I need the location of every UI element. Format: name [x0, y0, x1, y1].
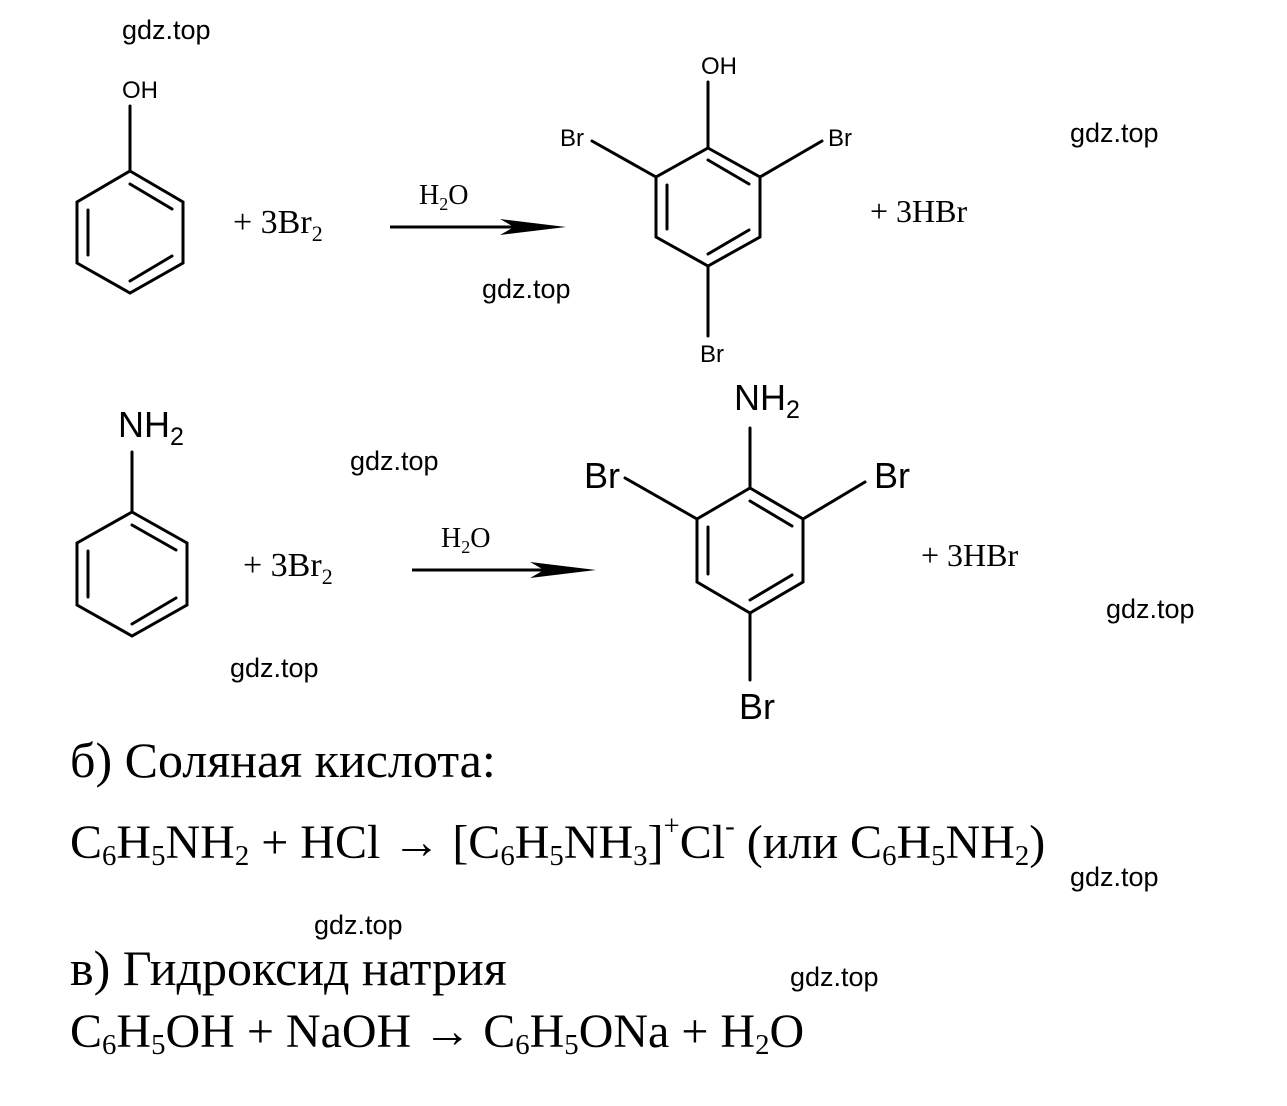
product-oh-label: OH [701, 53, 737, 80]
watermark-text: gdz.top [350, 446, 439, 476]
watermark-text: gdz.top [1106, 594, 1195, 624]
tribromoaniline-structure: NH2 Br Br Br [584, 377, 910, 727]
reaction-arrow-2: H2O [412, 523, 596, 578]
watermark-text: gdz.top [314, 910, 403, 940]
product2-br-bottom-label: Br [739, 686, 775, 727]
watermark-text: gdz.top [1070, 118, 1159, 148]
watermark-text: gdz.top [122, 15, 211, 45]
watermark-text: gdz.top [482, 274, 571, 304]
watermark-text: gdz.top [1070, 862, 1159, 892]
reaction-arrow-1: H2O [390, 180, 566, 235]
aniline-structure: NH2 [75, 404, 189, 638]
product2-br-right-label: Br [874, 455, 910, 496]
watermark-text: gdz.top [230, 653, 319, 683]
product2-br-left-label: Br [584, 455, 620, 496]
condition-water-2: H2O [441, 523, 490, 557]
product-br-left-label: Br [560, 125, 584, 152]
watermark-text: gdz.top [790, 962, 879, 992]
byproduct-hbr-1: + 3HBr [870, 193, 968, 229]
byproduct-hbr-2: + 3HBr [921, 537, 1019, 573]
tribromophenol-structure: OH Br Br Br [560, 53, 852, 368]
aniline-nh2-label: NH2 [118, 404, 184, 451]
phenol-oh-label: OH [122, 77, 158, 104]
product-nh2-label: NH2 [734, 377, 800, 424]
product-br-right-label: Br [828, 125, 852, 152]
reagent-bromine-1: + 3Br2 [233, 204, 323, 246]
section-c-heading: в) Гидроксид натрия [70, 940, 507, 996]
section-b-equation: C6H5NH2 + HCl → [C6H5NH3]+Cl- (или C6H5N… [70, 810, 1046, 873]
product-br-bottom-label: Br [700, 341, 724, 368]
section-b-heading: б) Соляная кислота: [70, 732, 496, 788]
condition-water-1: H2O [419, 180, 468, 214]
phenol-structure: OH [75, 77, 185, 295]
section-c-equation: C6H5OH + NaOH → C6H5ONa + H2O [70, 1005, 805, 1062]
reagent-bromine-2: + 3Br2 [243, 547, 333, 589]
